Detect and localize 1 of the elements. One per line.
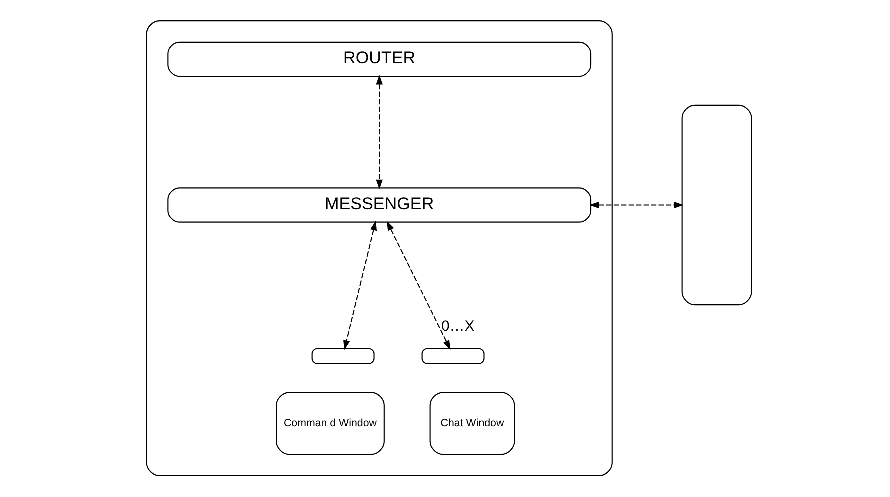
edge-label: 0…X — [441, 318, 475, 335]
